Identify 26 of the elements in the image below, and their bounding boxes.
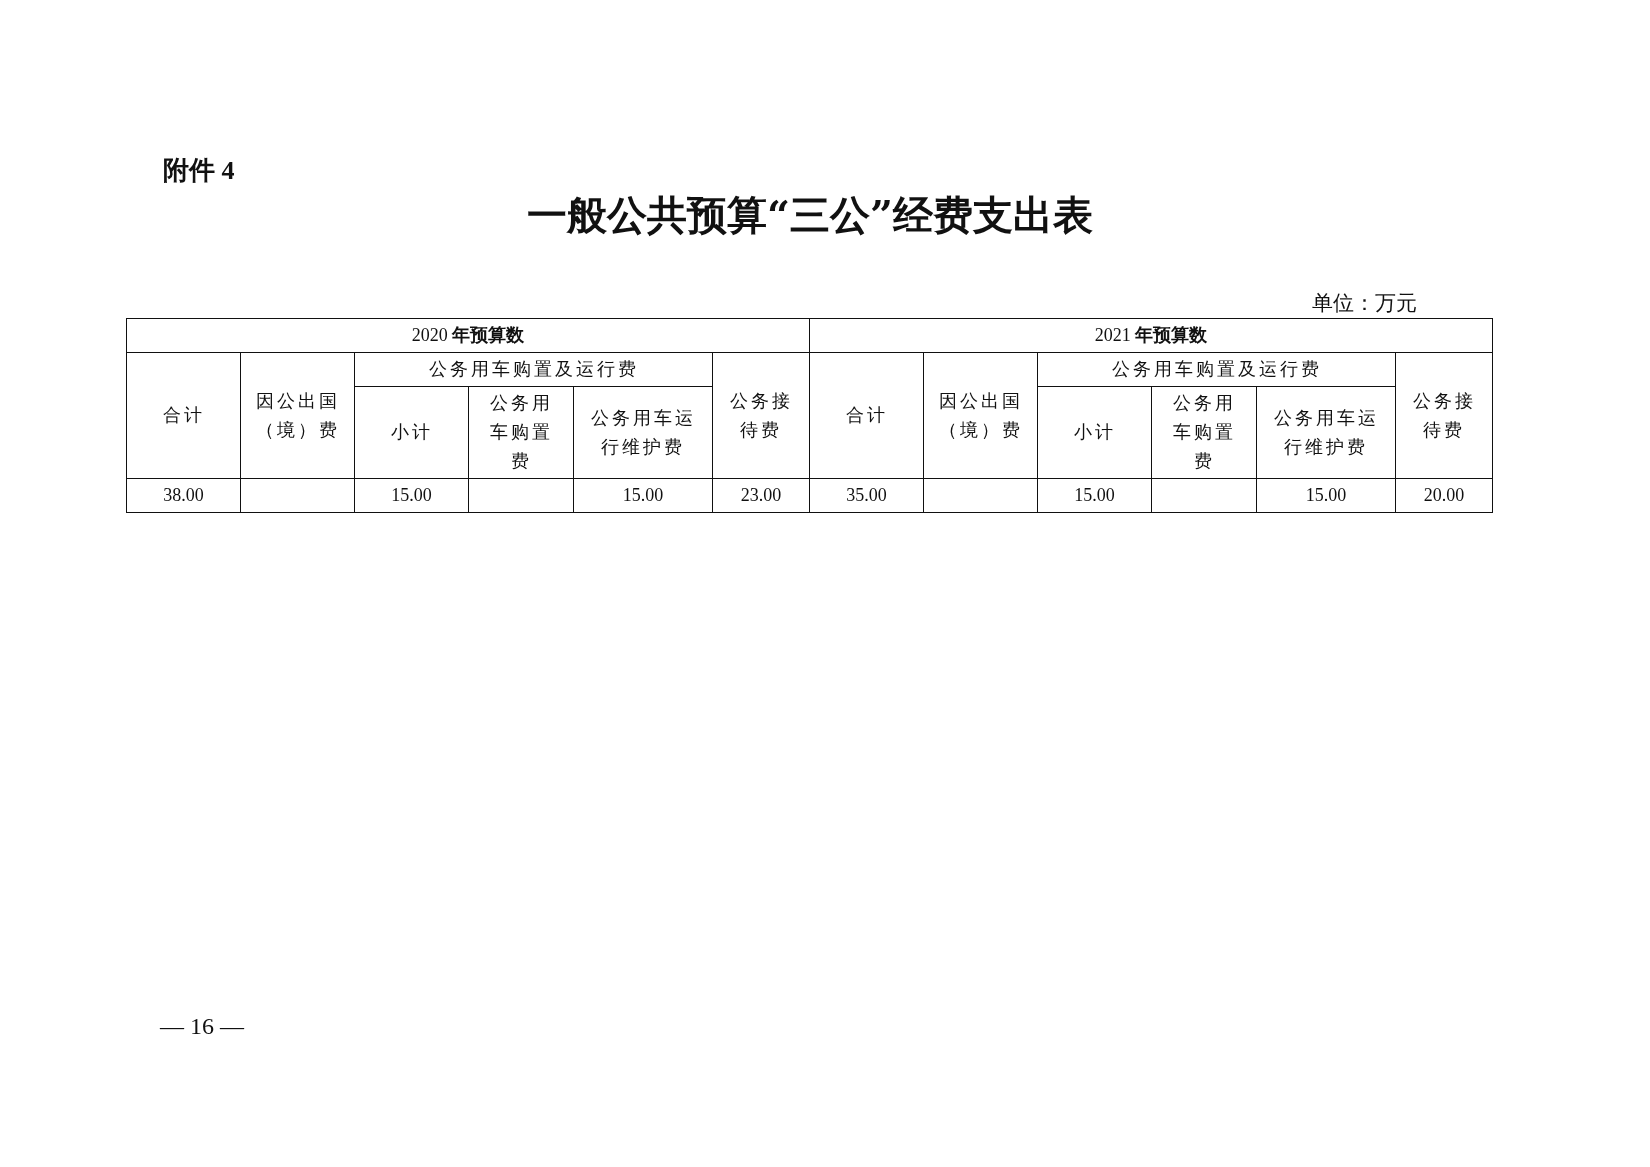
unit-note: 单位：万元 <box>1312 290 1417 317</box>
attachment-label: 附件 4 <box>163 155 235 187</box>
column-header: 公务接待费 <box>712 352 810 479</box>
column-header: 小计 <box>354 386 469 479</box>
value-cell: 35.00 <box>809 478 924 513</box>
value-cell: 38.00 <box>126 478 241 513</box>
value-cell: 20.00 <box>1395 478 1493 513</box>
value-cell: 23.00 <box>712 478 810 513</box>
column-header: 因公出国（境）费 <box>923 352 1038 479</box>
column-header: 公务用车购置及运行费 <box>354 352 713 387</box>
column-header: 合计 <box>126 352 241 479</box>
value-cell: 15.00 <box>354 478 469 513</box>
column-group-header: 2020 年预算数 <box>126 318 810 353</box>
column-header: 合计 <box>809 352 924 479</box>
value-cell: 15.00 <box>573 478 713 513</box>
page-number: — 16 — <box>160 1013 244 1040</box>
column-header: 公务用车购置费 <box>468 386 574 479</box>
document-title: 一般公共预算“三公”经费支出表 <box>526 190 1094 240</box>
column-header: 因公出国（境）费 <box>240 352 355 479</box>
column-group-header: 2021 年预算数 <box>809 318 1493 353</box>
column-header: 小计 <box>1037 386 1152 479</box>
value-cell: 15.00 <box>1037 478 1152 513</box>
column-header: 公务用车购置及运行费 <box>1037 352 1396 387</box>
column-header: 公务接待费 <box>1395 352 1493 479</box>
value-cell: 15.00 <box>1256 478 1396 513</box>
column-header: 公务用车购置费 <box>1151 386 1257 479</box>
